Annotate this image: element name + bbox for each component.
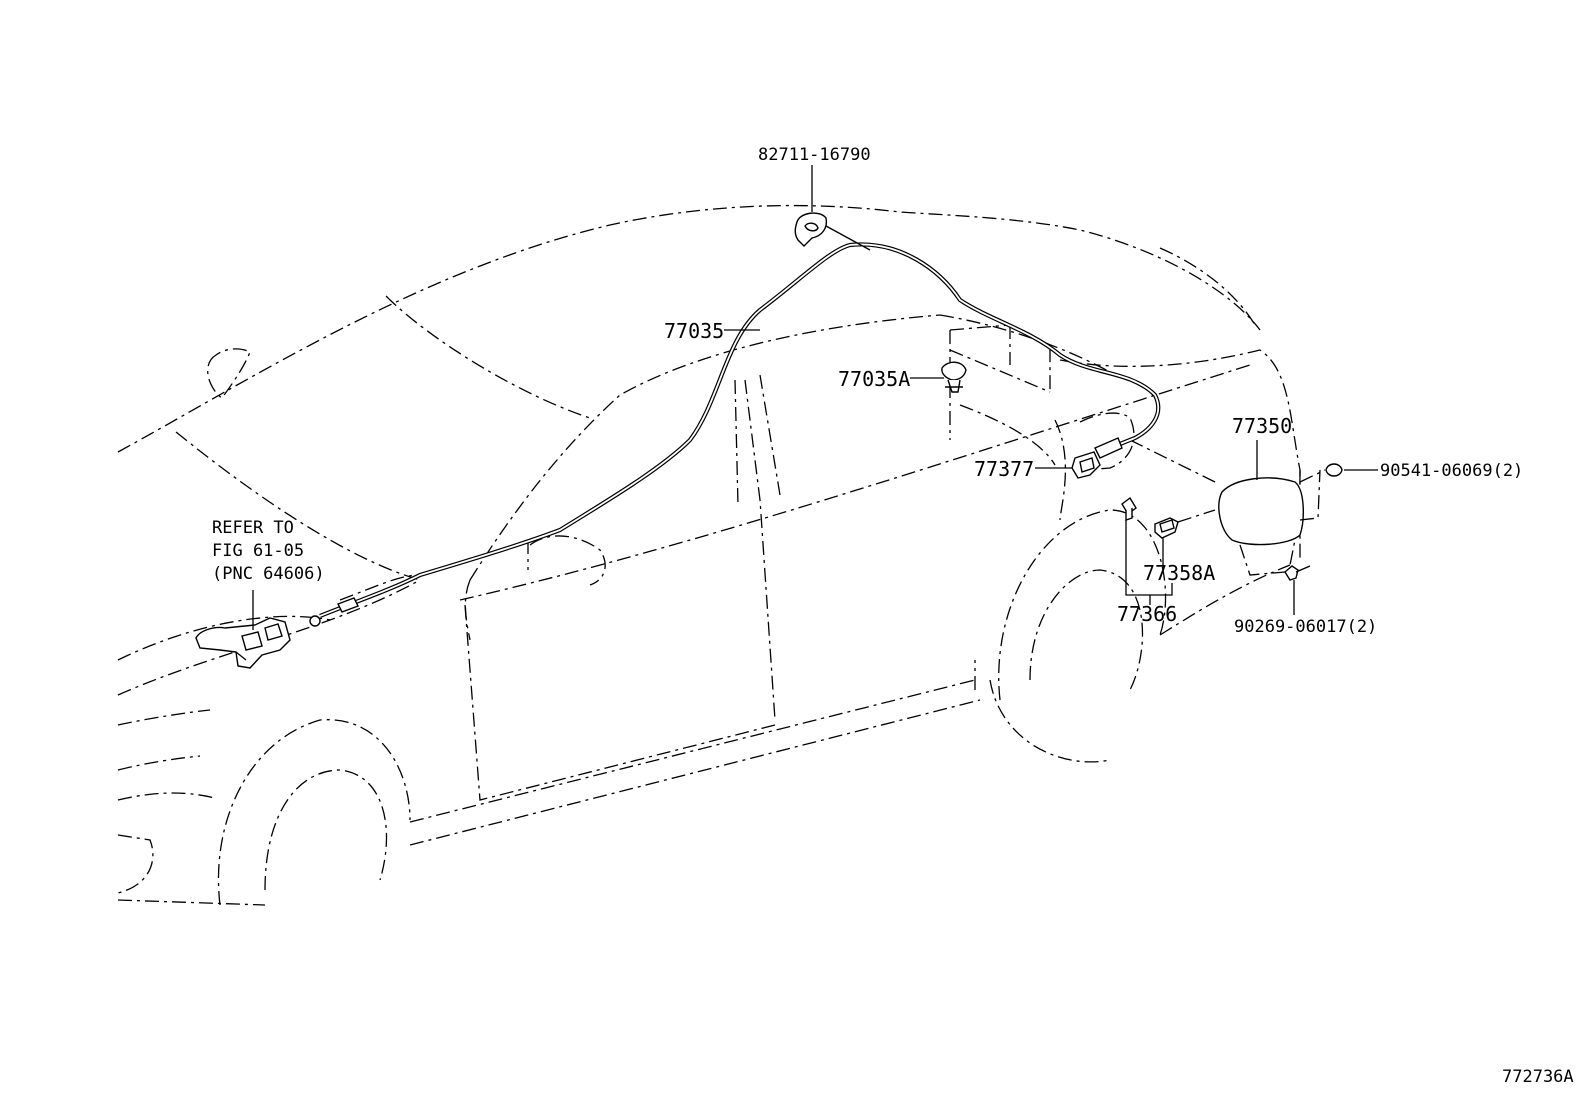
figure-id: 772736A (1502, 1067, 1574, 1087)
spring-part-77358A (1154, 509, 1216, 539)
bracket-part-77366 (1121, 496, 1137, 521)
clamp-part-82711 (794, 212, 871, 251)
release-lever-assembly (195, 617, 291, 669)
leader-lines (252, 165, 1378, 630)
label-77377: 77377 (974, 457, 1034, 481)
label-82711-16790: 82711-16790 (758, 145, 871, 165)
clip-part-77035A (941, 361, 967, 393)
label-77350: 77350 (1232, 414, 1292, 438)
label-77358A: 77358A (1143, 561, 1215, 585)
car-body-outline (117, 204, 1301, 906)
lid-opener-cable (309, 242, 1161, 627)
label-90541-06069: 90541-06069(2) (1380, 461, 1523, 481)
label-77035: 77035 (664, 319, 724, 343)
fuel-filler-opening (1079, 412, 1216, 483)
refer-note-line1: REFER TO (212, 518, 294, 538)
label-77366: 77366 (1117, 602, 1177, 626)
fuel-lid-part-77350 (1218, 469, 1326, 576)
holder-part-77377 (1071, 451, 1101, 479)
label-77035A: 77035A (838, 367, 910, 391)
cushion-part-90541 (1325, 463, 1343, 477)
screw-part-90269 (1284, 565, 1311, 581)
refer-note-line3: (PNC 64606) (212, 564, 325, 584)
refer-note-line2: FIG 61-05 (212, 541, 304, 561)
label-90269-06017: 90269-06017(2) (1234, 617, 1377, 637)
